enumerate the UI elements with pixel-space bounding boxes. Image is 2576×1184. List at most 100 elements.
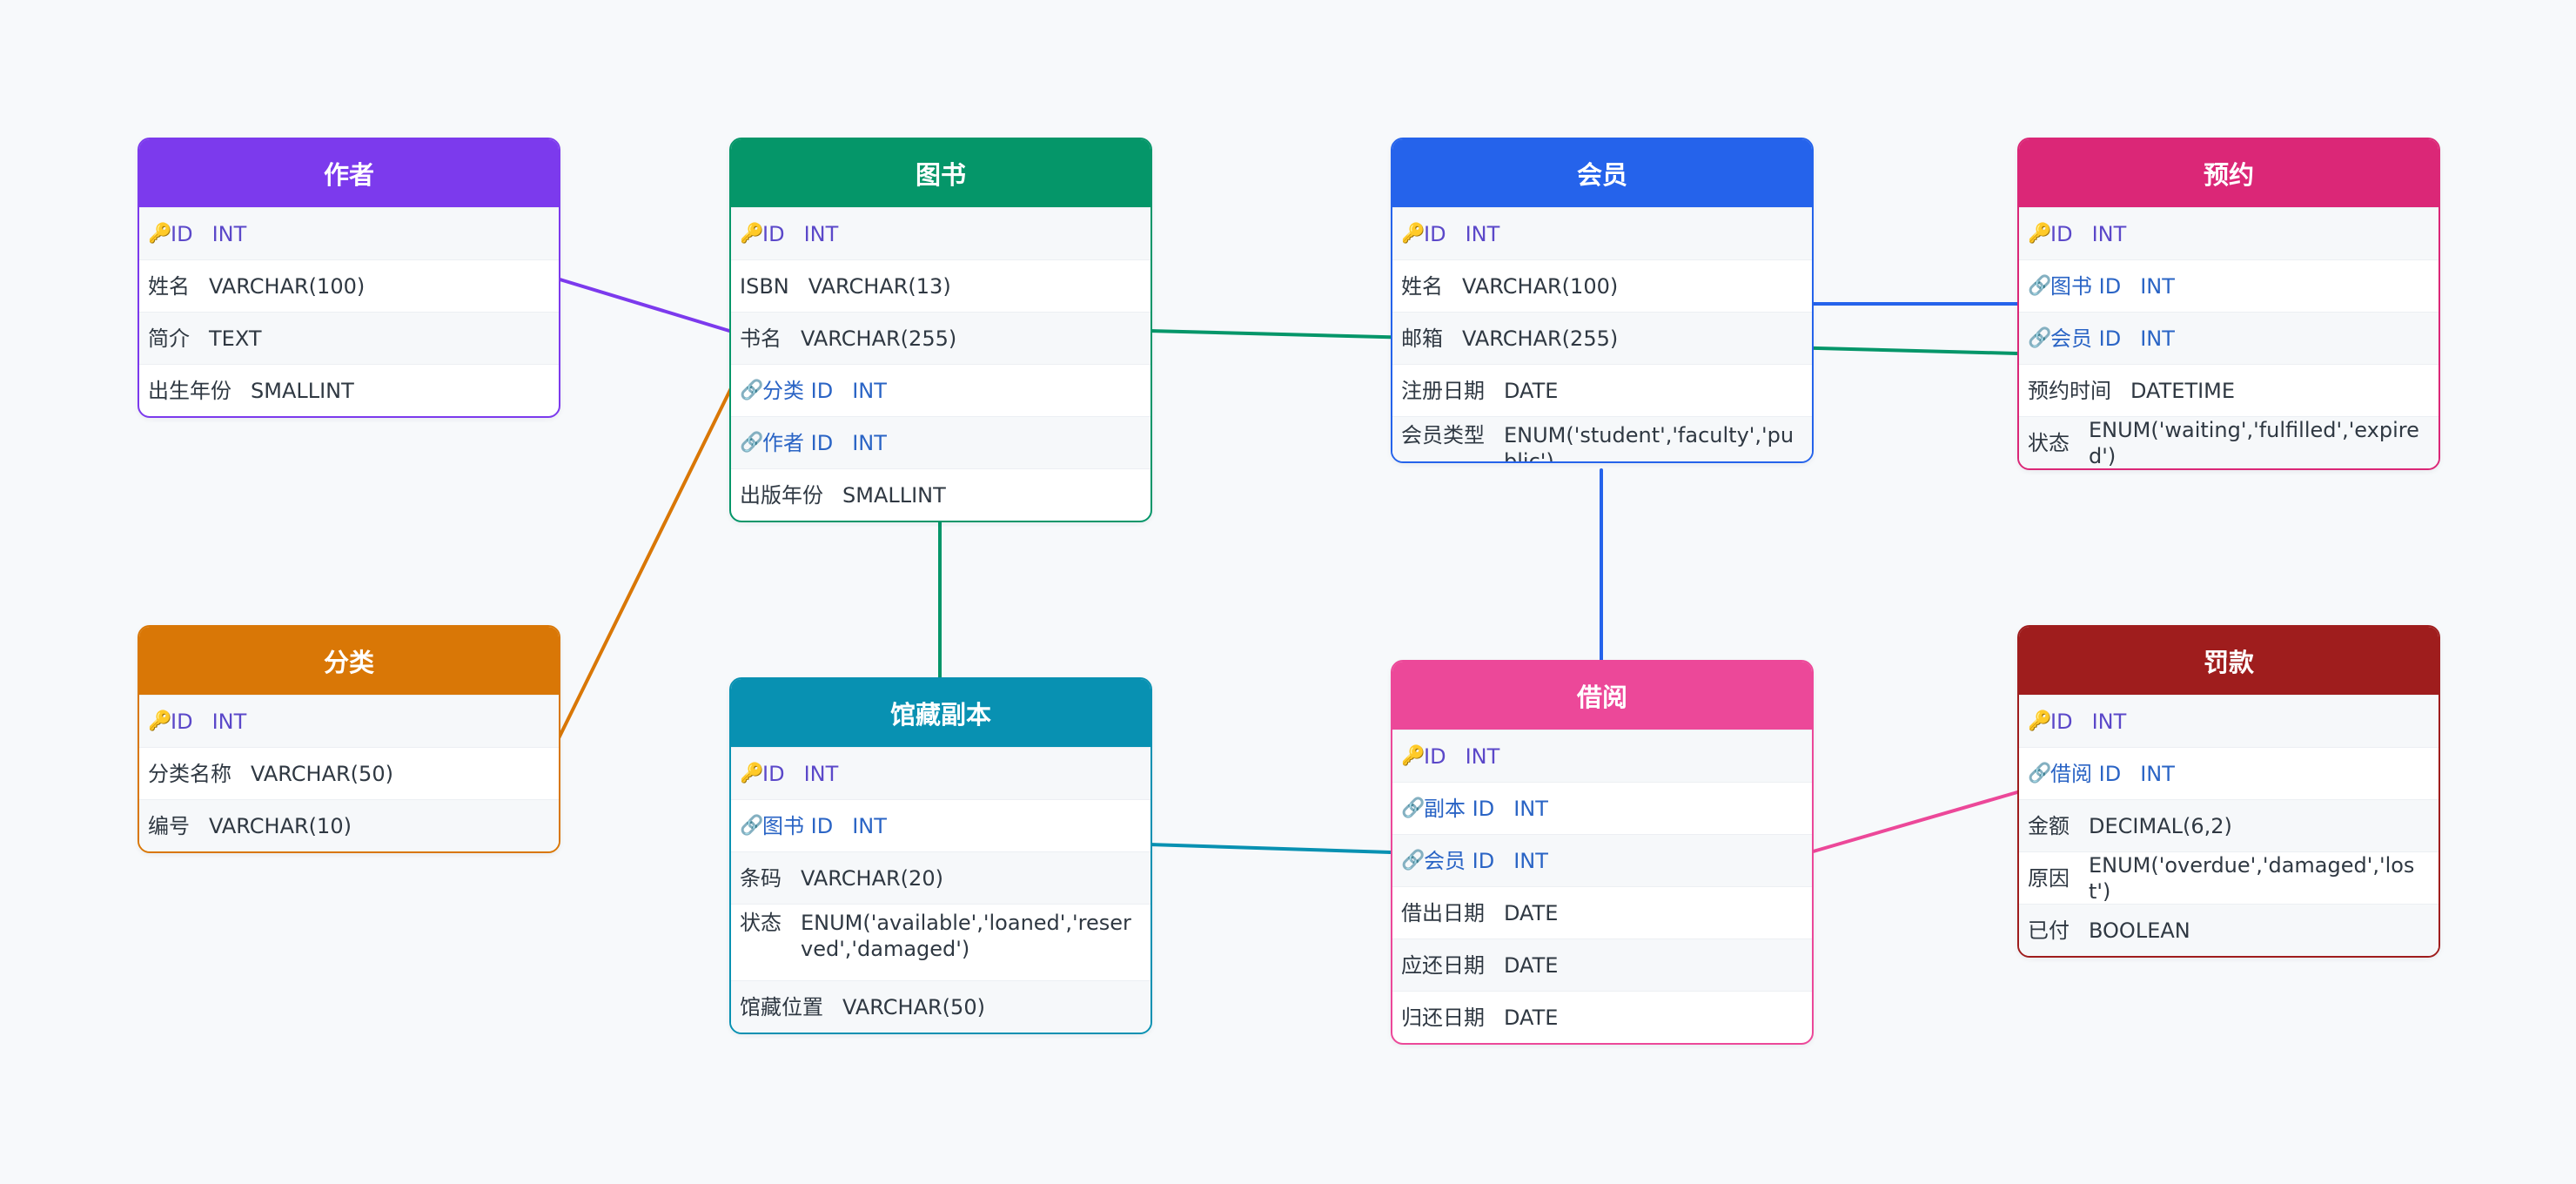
- field-type: INT: [852, 430, 887, 455]
- field-type: ENUM('waiting','fulfilled','expired'): [2089, 417, 2419, 468]
- field-row[interactable]: 分类名称 VARCHAR(50): [139, 747, 559, 799]
- entity-title: 罚款: [2019, 627, 2438, 695]
- field-type: VARCHAR(100): [209, 273, 366, 299]
- field-name: 姓名: [1401, 273, 1443, 299]
- field-name: ID: [2050, 709, 2073, 734]
- field-row[interactable]: 书名 VARCHAR(255): [731, 312, 1150, 364]
- key-icon: 🔑: [1401, 744, 1426, 767]
- field-name: 书名: [740, 326, 782, 351]
- key-icon: 🔑: [148, 222, 172, 245]
- field-row[interactable]: 🔗副本 ID INT: [1392, 782, 1812, 834]
- field-name: 会员 ID: [2050, 326, 2122, 351]
- field-type: VARCHAR(255): [801, 326, 957, 351]
- field-row[interactable]: 出生年份 SMALLINT: [139, 364, 559, 416]
- field-type: INT: [1465, 743, 1500, 769]
- relationship-line-copy-loan: [1147, 843, 1392, 854]
- entity-title: 图书: [731, 139, 1150, 207]
- field-type: VARCHAR(13): [808, 273, 951, 299]
- field-type: INT: [1513, 796, 1548, 821]
- link-icon: 🔗: [1401, 797, 1426, 819]
- field-name: 出生年份: [148, 378, 231, 403]
- field-type: SMALLINT: [251, 378, 354, 403]
- field-name: 分类 ID: [762, 378, 834, 403]
- field-type: DATETIME: [2130, 378, 2236, 403]
- field-type: VARCHAR(10): [209, 813, 352, 838]
- field-name: 金额: [2028, 813, 2070, 838]
- field-name: ISBN: [740, 273, 789, 299]
- field-type: VARCHAR(100): [1462, 273, 1619, 299]
- entity-title: 馆藏副本: [731, 679, 1150, 747]
- field-type: INT: [852, 813, 887, 838]
- key-icon: 🔑: [2028, 710, 2052, 732]
- field-type: VARCHAR(50): [251, 761, 393, 786]
- entity-title: 会员: [1392, 139, 1812, 207]
- field-row[interactable]: ISBN VARCHAR(13): [731, 259, 1150, 312]
- field-type: ENUM('available','loaned','reserved','da…: [801, 911, 1131, 961]
- field-row[interactable]: 姓名 VARCHAR(100): [1392, 259, 1812, 312]
- relationship-line-loan-fine: [1808, 790, 2019, 854]
- field-type: INT: [2091, 709, 2127, 734]
- field-type: ENUM('overdue','damaged','lost'): [2089, 852, 2415, 904]
- link-icon: 🔗: [740, 431, 764, 454]
- field-name: ID: [762, 761, 785, 786]
- field-name: ID: [2050, 221, 2073, 246]
- field-type: SMALLINT: [842, 482, 946, 508]
- field-row[interactable]: 🔑ID INT: [2019, 695, 2438, 747]
- key-icon: 🔑: [148, 710, 172, 732]
- field-name: 借出日期: [1401, 900, 1485, 925]
- field-name: 会员 ID: [1424, 848, 1495, 873]
- link-icon: 🔗: [2028, 274, 2052, 297]
- link-icon: 🔗: [740, 379, 764, 401]
- field-name: 图书 ID: [762, 813, 834, 838]
- field-name: ID: [1424, 221, 1446, 246]
- field-name: 条码: [740, 865, 782, 891]
- field-row[interactable]: 🔗分类 ID INT: [731, 364, 1150, 416]
- field-name: 副本 ID: [1424, 796, 1495, 821]
- field-type: INT: [852, 378, 887, 403]
- field-name: 分类名称: [148, 761, 231, 786]
- field-type: VARCHAR(20): [801, 865, 943, 891]
- field-row[interactable]: 条码 VARCHAR(20): [731, 851, 1150, 904]
- link-icon: 🔗: [2028, 762, 2052, 784]
- field-name: 馆藏位置: [740, 994, 823, 1019]
